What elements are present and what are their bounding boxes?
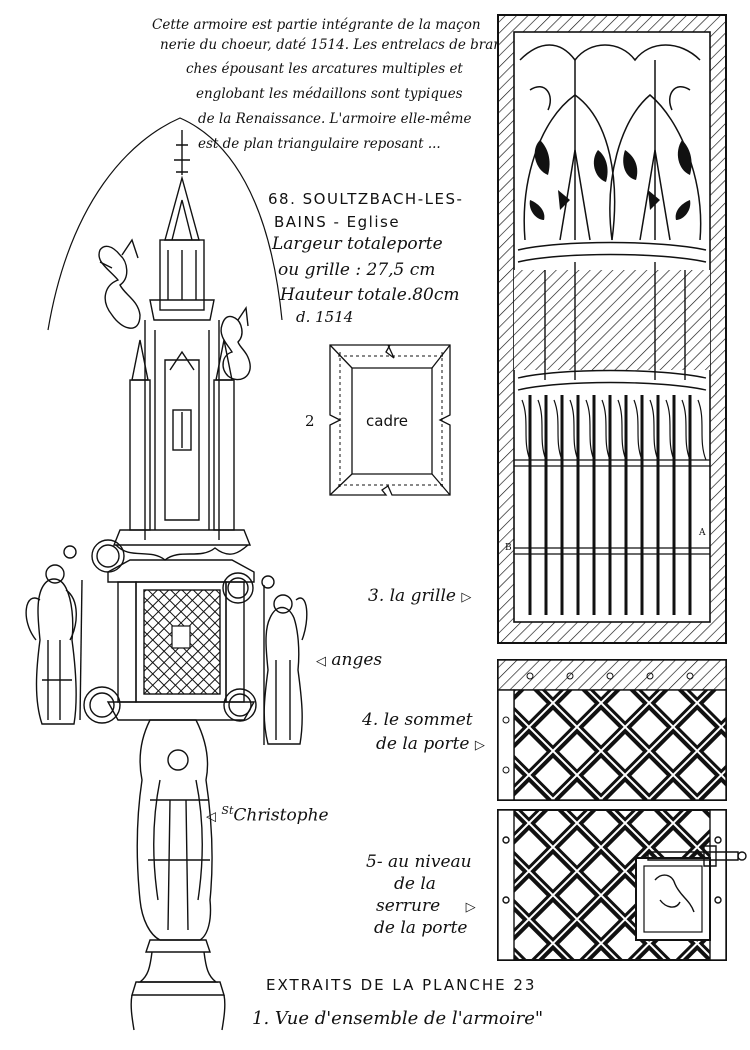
callout-serrure-line-3: serrure ▷ <box>376 896 476 916</box>
entry-height-value: Hauteur totale.80cm <box>280 285 460 305</box>
entry-date: d. 1514 <box>296 308 354 326</box>
callout-serrure-line-1: 5- au niveau <box>366 852 472 872</box>
callout-grille-arrow-icon: ▷ <box>461 590 472 605</box>
callout-serrure-line-2: de la <box>394 874 436 894</box>
intro-note-line-2: nerie du choeur, daté 1514. Les entrelac… <box>160 37 502 53</box>
cabinet-mesh-door <box>143 589 221 695</box>
callout-sommet-line-1: 4. le sommet <box>362 710 473 730</box>
callout-christophe-prefix: St <box>221 804 234 817</box>
callout-anges: ◁ anges <box>316 650 382 670</box>
callout-christophe-arrow-icon: ◁ <box>206 809 216 825</box>
callout-sommet-arrow-icon: ▷ <box>474 738 485 753</box>
intro-note-line-3: ches épousant les arcatures multiples et <box>186 61 463 77</box>
frame-number: 2 <box>305 412 315 430</box>
callout-serrure-text: serrure <box>376 896 441 916</box>
callout-grille-text: 3. la grille <box>368 586 456 606</box>
callout-christophe: ◁ StChristophe <box>206 804 329 826</box>
callout-sommet-text: de la porte <box>376 734 470 754</box>
grille-letter-b: B <box>505 543 512 553</box>
callout-christophe-text: Christophe <box>233 805 329 826</box>
frame-label: cadre <box>366 412 409 430</box>
footer-subtitle: 1. Vue d'ensemble de l'armoire" <box>252 1008 544 1029</box>
callout-anges-arrow-icon: ◁ <box>316 654 326 669</box>
callout-anges-text: anges <box>331 650 383 670</box>
callout-serrure-line-4: de la porte <box>374 918 468 938</box>
intro-note-line-6: est de plan triangulaire reposant ... <box>198 136 441 152</box>
entry-width-label: Largeur totaleporte <box>272 234 443 254</box>
intro-note-line-5: de la Renaissance. L'armoire elle-même <box>198 111 472 127</box>
callout-sommet-line-2: de la porte ▷ <box>376 734 485 754</box>
footer-title: EXTRAITS DE LA PLANCHE 23 <box>266 976 537 994</box>
entry-width-value: ou grille : 27,5 cm <box>278 260 436 280</box>
entry-place: 68. SOULTZBACH-LES- <box>268 190 464 208</box>
callout-grille: 3. la grille ▷ <box>368 586 471 606</box>
intro-note-line-1: Cette armoire est partie intégrante de l… <box>152 17 481 33</box>
grille-letter-a: A <box>699 528 706 538</box>
callout-serrure-arrow-icon: ▷ <box>465 900 476 915</box>
intro-note-line-4: englobant les médaillons sont typiques <box>196 86 463 102</box>
entry-place-cont: BAINS - Eglise <box>274 213 401 231</box>
